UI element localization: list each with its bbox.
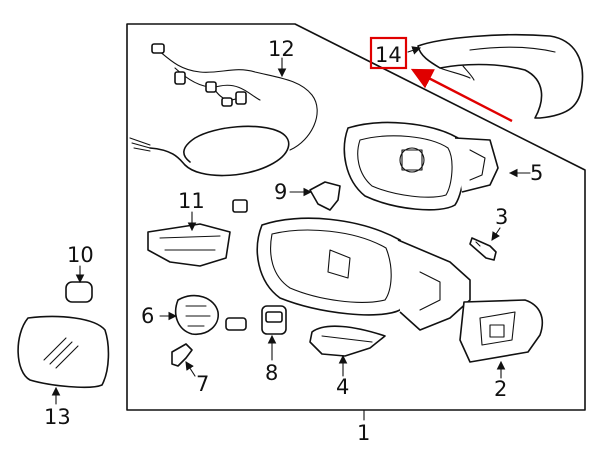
bulb-part-10	[65, 281, 93, 303]
callout-10: 10	[67, 243, 94, 267]
screw-part-7	[171, 343, 193, 367]
highlight-box	[369, 36, 408, 70]
puddle-lamp-part	[309, 325, 386, 357]
callout-7: 7	[196, 372, 209, 396]
callout-9: 9	[274, 180, 287, 204]
callout-4: 4	[336, 375, 349, 399]
callout-13: 13	[44, 405, 71, 429]
callout-11: 11	[178, 189, 205, 213]
assembly-outline	[126, 23, 586, 411]
callout-2: 2	[494, 377, 507, 401]
wiring-harness-part	[129, 43, 318, 177]
socket-part	[261, 305, 287, 335]
highlight-arrow	[410, 68, 513, 123]
callout-14: 14	[375, 43, 402, 67]
mirror-frame-part	[343, 121, 499, 211]
callout-8: 8	[265, 361, 278, 385]
mirror-base-part	[459, 299, 544, 363]
mirror-housing-part	[256, 217, 471, 331]
turn-signal-part	[147, 199, 248, 267]
clip-part	[309, 181, 341, 211]
mirror-cover-part	[417, 33, 584, 119]
bulb-part	[225, 317, 247, 331]
callout-3: 3	[495, 205, 508, 229]
callout-6: 6	[141, 304, 154, 328]
leader-lines	[51, 46, 531, 421]
callout-1: 1	[357, 421, 370, 445]
screw-part-3	[469, 237, 497, 261]
callout-12: 12	[268, 37, 295, 61]
callout-5: 5	[530, 161, 543, 185]
mirror-glass-part	[17, 315, 110, 389]
motor-bracket-part	[174, 294, 219, 335]
